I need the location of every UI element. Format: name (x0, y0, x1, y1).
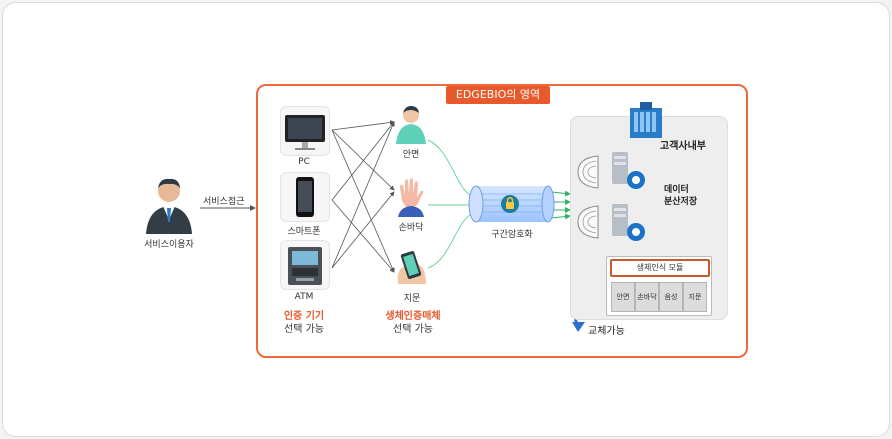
customer-label: 고객사내부 (660, 141, 706, 152)
device-label-pc: PC (298, 157, 310, 167)
encryption-tube-icon (468, 184, 556, 224)
region-title: EDGEBIO의 영역 (446, 86, 550, 104)
service-access-label: 서비스접근 (203, 197, 245, 207)
face-icon (394, 104, 428, 144)
biometric-caption-sub: 선택 가능 (393, 324, 433, 335)
device-label-atm: ATM (294, 292, 314, 302)
device-label-smartphone: 스마트폰 (287, 227, 321, 237)
module-item: 음성 (659, 282, 683, 312)
smartphone-tile (280, 172, 330, 222)
module-item: 안면 (611, 282, 635, 312)
palm-icon (392, 175, 430, 217)
biometric-caption-title: 생체인증매체 (385, 311, 441, 322)
fingerprint-shield-icon (576, 154, 600, 190)
fingerprint-phone-icon (392, 248, 432, 288)
user-label: 서비스이용자 (144, 240, 194, 250)
pc-tile (280, 106, 330, 156)
fingerprint-shield-icon (576, 204, 600, 240)
biometric-label-face: 안면 (402, 150, 420, 160)
module-item: 손바닥 (635, 282, 659, 312)
biometric-label-fingerprint: 지문 (403, 294, 421, 304)
module-item: 지문 (683, 282, 707, 312)
device-caption-sub: 선택 가능 (284, 324, 324, 335)
smartphone-icon (296, 177, 314, 217)
atm-tile (280, 240, 330, 290)
encryption-label: 구간암호화 (491, 230, 533, 240)
atm-icon (288, 247, 322, 285)
replaceable-label: 교체가능 (588, 326, 625, 337)
pc-icon (285, 115, 325, 150)
server-icon (608, 150, 648, 194)
device-caption-title: 인증 기기 (283, 311, 325, 322)
user-icon (140, 174, 198, 234)
biometric-label-palm: 손바닥 (398, 223, 424, 233)
server-icon (608, 202, 648, 246)
storage-label: 데이터 분산저장 (664, 185, 698, 207)
building-icon (626, 100, 666, 140)
module-title: 생체인식 모듈 (610, 259, 710, 277)
